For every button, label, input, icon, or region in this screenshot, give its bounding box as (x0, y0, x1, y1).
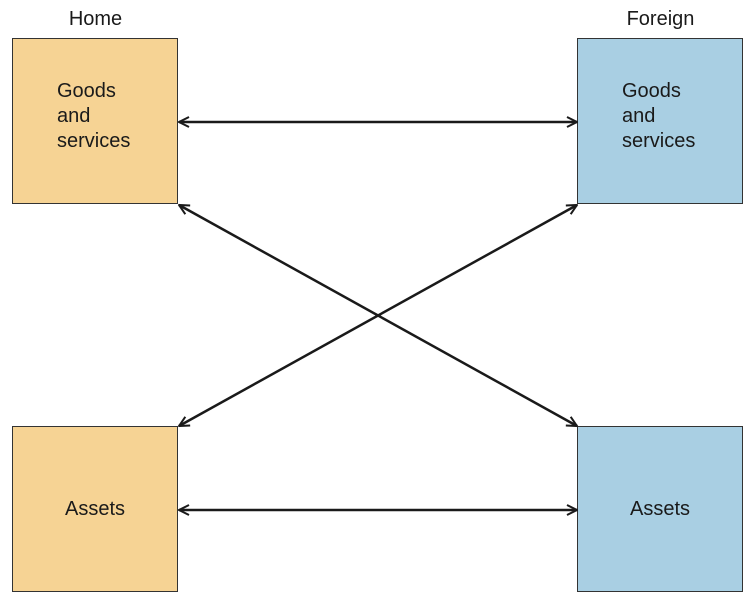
foreign-goods-services-box: Goods and services (577, 38, 743, 204)
home-assets-box: Assets (12, 426, 178, 592)
foreign-goods-services-label: Goods and services (622, 79, 696, 152)
home-assets-label: Assets (64, 497, 126, 520)
home-goods-to-foreign-assets-arrow (179, 203, 577, 428)
home-assets-to-foreign-goods-arrow (179, 203, 577, 428)
home-goods-services-box: Goods and services (12, 38, 178, 204)
home-column-label: Home (68, 8, 123, 30)
home-goods-services-label: Goods and services (57, 79, 131, 152)
foreign-column-label: Foreign (626, 8, 695, 30)
foreign-assets-box: Assets (577, 426, 743, 592)
foreign-assets-label: Assets (629, 497, 691, 520)
